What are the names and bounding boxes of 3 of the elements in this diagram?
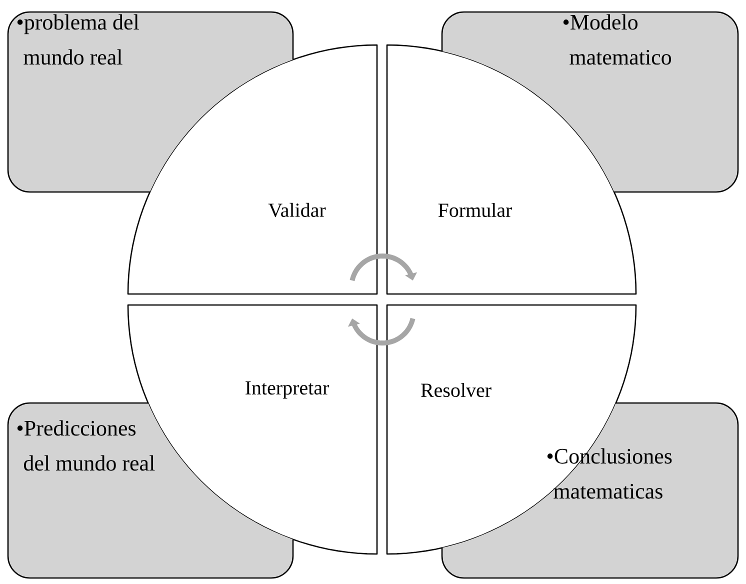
cycle-arrow [350,254,418,282]
quadrant: Validar [127,44,378,295]
cycle-arrow [348,318,416,346]
